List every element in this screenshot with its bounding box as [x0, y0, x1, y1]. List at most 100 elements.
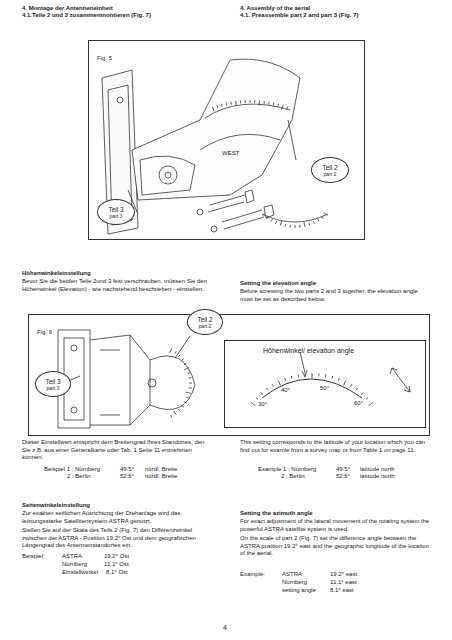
part-name: part 2 — [324, 171, 337, 177]
text-line: 19,2° Ost — [104, 553, 129, 561]
scale-tick — [299, 225, 300, 228]
scale-tick — [271, 219, 273, 222]
text-line: Before screwing the two parts 2 and 3 to… — [240, 288, 430, 303]
figure-label: Höhenwinkel/ elevation angle — [263, 347, 354, 354]
section-heading: Setting the azimuth angle — [240, 510, 435, 518]
scale-tick — [318, 219, 320, 222]
scale-tick — [235, 101, 237, 106]
scale-tick — [261, 392, 263, 394]
scale-tick — [278, 381, 280, 386]
text-line: 40° — [281, 387, 290, 395]
scale-tick — [173, 411, 176, 415]
scale-tick — [287, 107, 288, 110]
text-line: Beispiel: — [22, 553, 45, 561]
scale-tick — [267, 216, 269, 218]
text-line: For exact adjustment of the lateral move… — [240, 518, 430, 533]
scale-tick — [250, 100, 251, 103]
part-name: Teil 3 — [108, 206, 123, 213]
scale-tick — [254, 100, 255, 103]
part-callout: Teil 2part 2 — [311, 157, 349, 183]
scale-tick — [361, 392, 363, 394]
scale-tick — [291, 376, 293, 379]
scale-panel: Höhenwinkel/ elevation angle — [224, 340, 426, 428]
text-line: Nürnberg — [282, 579, 307, 587]
text-line: This setting corresponds to the latitude… — [240, 439, 430, 454]
scale-tick — [184, 363, 187, 365]
scale-tick — [189, 383, 192, 384]
scale-tick — [171, 415, 173, 418]
scale-tick — [256, 397, 258, 399]
section-heading: Höhenwinkeleinstellung — [22, 270, 217, 278]
scale-tick — [266, 388, 268, 390]
scale-tick — [304, 222, 305, 227]
figure-label: Fig. 6 — [37, 329, 52, 335]
text-line: 19.2° east — [330, 571, 357, 579]
section-heading: Seitenwinkeleinstellung — [22, 502, 217, 510]
scale-tick — [175, 351, 177, 353]
scale-tick — [221, 104, 223, 107]
scale-tick — [318, 373, 319, 376]
text-line: 30° — [258, 401, 267, 409]
text-line: 11,1° Ost — [104, 561, 129, 569]
scale-tick — [331, 376, 333, 379]
part-callout: Teil 3part 3 — [35, 371, 71, 397]
scale-tick — [189, 377, 192, 378]
text-line: Einstellwinkel — [62, 569, 98, 577]
text-line: 4 — [223, 624, 227, 632]
scale-tick — [308, 223, 310, 226]
part-name: Teil 2 — [197, 316, 212, 323]
scale-tick — [313, 221, 314, 224]
text-line: Bevor Sie die beiden Teile 2und 3 fest v… — [22, 278, 214, 293]
text-line: 49.5° — [336, 466, 350, 474]
text-line: 8,1° Ost — [106, 569, 128, 577]
scale-tick — [277, 104, 279, 107]
scale-tick — [186, 392, 191, 393]
scale-tick — [369, 403, 373, 406]
text-line: 2 : Berlin — [67, 473, 91, 481]
scale-tick — [285, 224, 287, 227]
scale-tick — [230, 102, 232, 105]
scale-tick — [338, 378, 339, 381]
text-line: 2 : Berlin — [281, 473, 305, 481]
text-line: 49.5° — [120, 466, 134, 474]
text-line: 50° — [320, 385, 329, 393]
text-line: 52.5° — [120, 473, 134, 481]
text-line: ASTRA — [62, 553, 82, 561]
text-line: 8.1° east — [330, 587, 354, 595]
scale-tick — [295, 225, 296, 228]
figure-label: Fig. 5 — [97, 55, 112, 61]
scale-tick — [298, 374, 300, 377]
scale-tick — [216, 105, 218, 108]
text-line: 60° — [354, 400, 363, 408]
scale-tick — [289, 225, 290, 228]
part-name: Teil 2 — [322, 164, 337, 171]
scale-tick — [272, 384, 274, 387]
scale-tick — [282, 105, 284, 110]
text-line: setting angle — [282, 587, 316, 595]
scale-tick — [251, 403, 255, 406]
text-line: ASTRA — [282, 571, 302, 579]
scale-tick — [181, 406, 183, 408]
part-name: part 3 — [47, 385, 60, 391]
text-line: latitude north — [360, 466, 395, 474]
section-heading: 4. Assembly of the aerial — [240, 5, 435, 13]
text-line: WEST — [222, 150, 239, 158]
part-callout: Teil 3part 3 — [97, 199, 135, 225]
scale-tick — [321, 216, 323, 218]
scale-tick — [181, 359, 183, 361]
part-name: Teil 3 — [45, 378, 60, 385]
scale-tick — [280, 221, 282, 226]
scale-tick — [259, 100, 260, 105]
text-line: Zur exakten seitlichen Ausrichtung der D… — [22, 510, 214, 525]
text-line: 52.5° — [336, 473, 350, 481]
scale-tick — [184, 368, 189, 370]
part-callout: Teil 2part 2 — [187, 309, 223, 335]
scale-tick — [325, 374, 327, 377]
scale-tick — [245, 100, 246, 103]
section-heading: 4.1. Preassemble part 2 and part 3 (Fig.… — [240, 12, 435, 20]
text-line: 11.1° east — [330, 579, 357, 587]
scale-tick — [366, 397, 368, 399]
scale-tick — [344, 381, 346, 386]
scale-tick — [268, 102, 270, 105]
text-line: Dieser Einstellwert entspricht dem Breit… — [22, 439, 212, 462]
